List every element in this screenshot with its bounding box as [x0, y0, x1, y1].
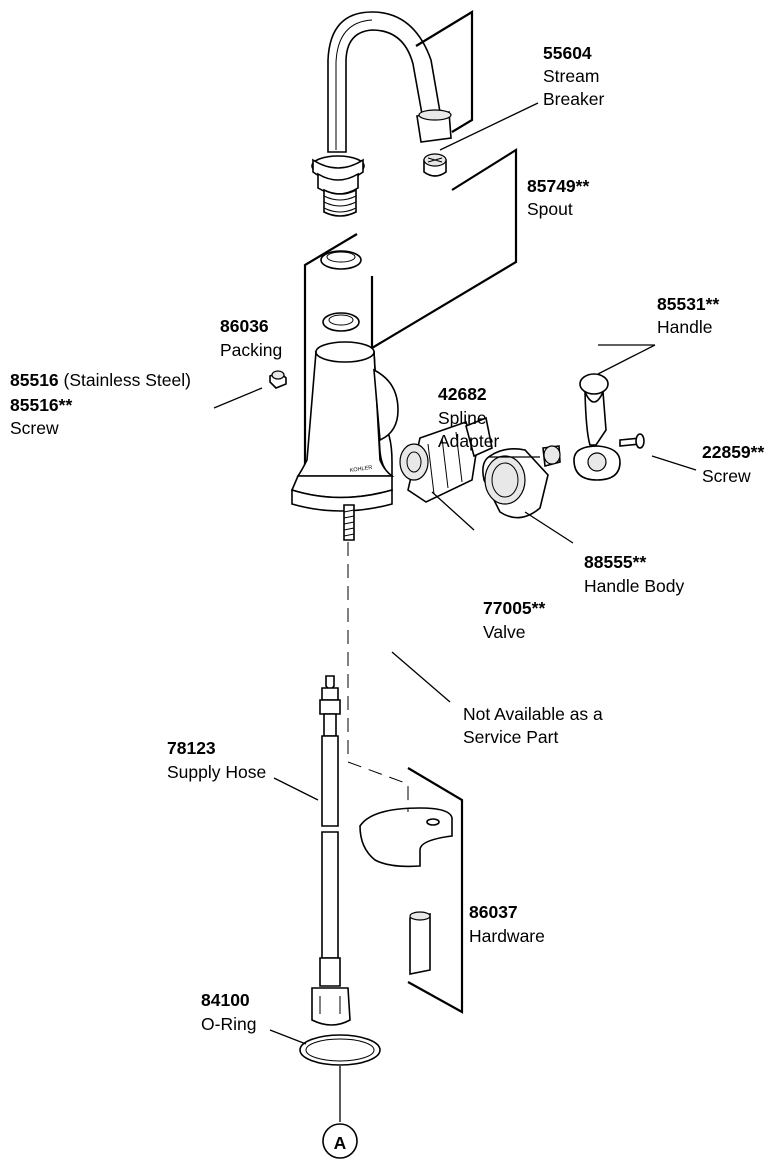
supply-hose-drawing	[311, 675, 351, 1026]
label-body-screw: 85516 (Stainless Steel) 85516** Screw	[10, 370, 191, 438]
spout-drawing	[311, 11, 452, 217]
svg-text:85749**: 85749**	[527, 176, 589, 196]
spline-adapter-drawing	[542, 445, 561, 468]
hardware-drawing	[359, 767, 464, 1014]
svg-text:Service Part: Service Part	[463, 727, 558, 747]
svg-text:85531**: 85531**	[657, 294, 719, 314]
leader-lines	[213, 102, 697, 1045]
label-spline-adapter: 42682 Spline Adapter	[438, 384, 499, 451]
label-packing: 86036 Packing	[220, 316, 282, 360]
svg-text:Valve: Valve	[483, 622, 525, 642]
handle-body-drawing	[482, 448, 549, 519]
svg-text:Breaker: Breaker	[543, 89, 604, 109]
stream-breaker-drawing	[423, 153, 447, 177]
label-handle-screw: 22859** Screw	[702, 442, 764, 486]
brand-mark: KOHLER	[349, 465, 372, 474]
svg-text:Spout: Spout	[527, 199, 573, 219]
svg-text:55604: 55604	[543, 43, 592, 63]
svg-text:77005**: 77005**	[483, 598, 545, 618]
svg-text:Screw: Screw	[702, 466, 751, 486]
o-ring-drawing	[299, 1034, 381, 1066]
svg-text:86037: 86037	[469, 902, 518, 922]
faucet-body-drawing: KOHLER	[290, 341, 399, 541]
label-stream-breaker: 55604 Stream Breaker	[543, 43, 604, 109]
svg-text:Adapter: Adapter	[438, 431, 499, 451]
svg-text:Supply Hose: Supply Hose	[167, 762, 266, 782]
label-valve: 77005** Valve	[483, 598, 545, 642]
label-supply-hose: 78123 Supply Hose	[167, 738, 266, 782]
svg-text:Hardware: Hardware	[469, 926, 545, 946]
label-handle: 85531** Handle	[657, 294, 719, 337]
connector-a-circle	[322, 1123, 358, 1159]
valve-drawing	[399, 416, 493, 503]
svg-text:42682: 42682	[438, 384, 487, 404]
svg-text:85516**: 85516**	[10, 395, 72, 415]
label-spout: 85749** Spout	[527, 176, 589, 219]
label-handle-body: 88555** Handle Body	[584, 552, 684, 596]
connector-a-letter: A	[334, 1133, 347, 1153]
label-hardware: 86037 Hardware	[469, 902, 545, 946]
svg-text:86036: 86036	[220, 316, 269, 336]
svg-text:78123: 78123	[167, 738, 216, 758]
svg-text:Handle Body: Handle Body	[584, 576, 684, 596]
handle-screw-drawing	[619, 433, 645, 449]
svg-text:Packing: Packing	[220, 340, 282, 360]
handle-drawing	[573, 373, 621, 481]
label-o-ring: 84100 O-Ring	[201, 990, 256, 1034]
svg-text:88555**: 88555**	[584, 552, 646, 572]
svg-text:Screw: Screw	[10, 418, 59, 438]
body-screw-drawing	[269, 370, 287, 389]
svg-text:Handle: Handle	[657, 317, 712, 337]
label-not-available: Not Available as a Service Part	[463, 704, 603, 747]
svg-text:22859**: 22859**	[702, 442, 764, 462]
svg-text:Spline: Spline	[438, 408, 487, 428]
svg-text:85516 (Stainless Steel): 85516 (Stainless Steel)	[10, 370, 191, 390]
svg-text:Not Available as a: Not Available as a	[463, 704, 603, 724]
stud-alignment-line	[347, 542, 409, 812]
svg-text:84100: 84100	[201, 990, 250, 1010]
svg-text:Stream: Stream	[543, 66, 599, 86]
spout-bracket	[415, 10, 474, 133]
svg-text:O-Ring: O-Ring	[201, 1014, 256, 1034]
